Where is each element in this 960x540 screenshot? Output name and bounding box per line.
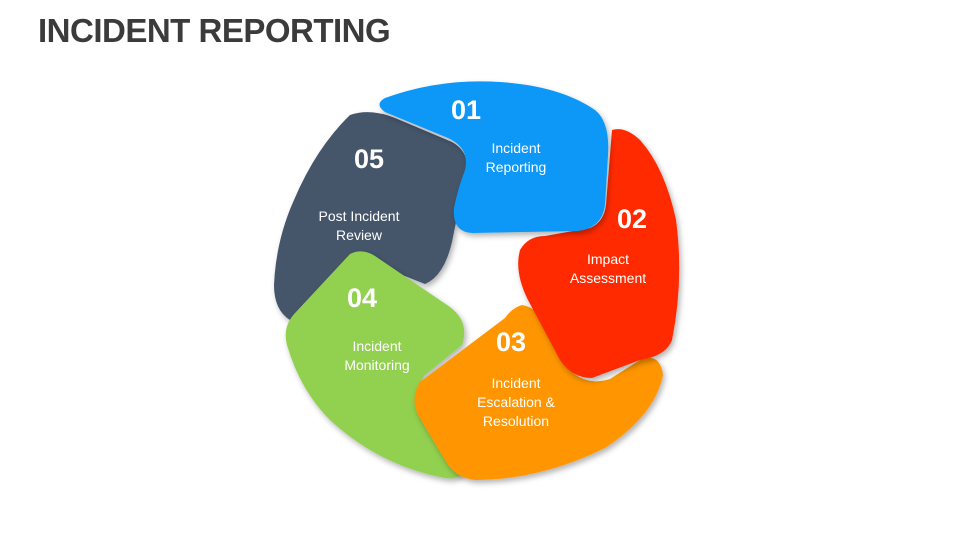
step-2-label: Impact Assessment	[569, 251, 647, 286]
step-4-label: Incident Monitoring	[344, 338, 410, 373]
step-3-label: Incident Escalation & Resolution	[477, 375, 555, 429]
step-4-shape	[285, 251, 465, 479]
page-title: INCIDENT REPORTING	[38, 12, 391, 49]
step-3-number: 03	[495, 327, 527, 357]
step-3-shape	[414, 305, 663, 480]
step-4-number: 04	[346, 283, 378, 313]
step-5-label: Post Incident Review	[318, 208, 400, 243]
step-5-shape	[274, 112, 467, 320]
step-1-shape	[379, 81, 609, 233]
step-5-number: 05	[353, 144, 385, 174]
step-2-number: 02	[616, 204, 648, 234]
step-2-shape	[518, 129, 680, 378]
step-1-label: Incident Reporting	[485, 140, 547, 175]
step-1-number: 01	[450, 95, 482, 125]
